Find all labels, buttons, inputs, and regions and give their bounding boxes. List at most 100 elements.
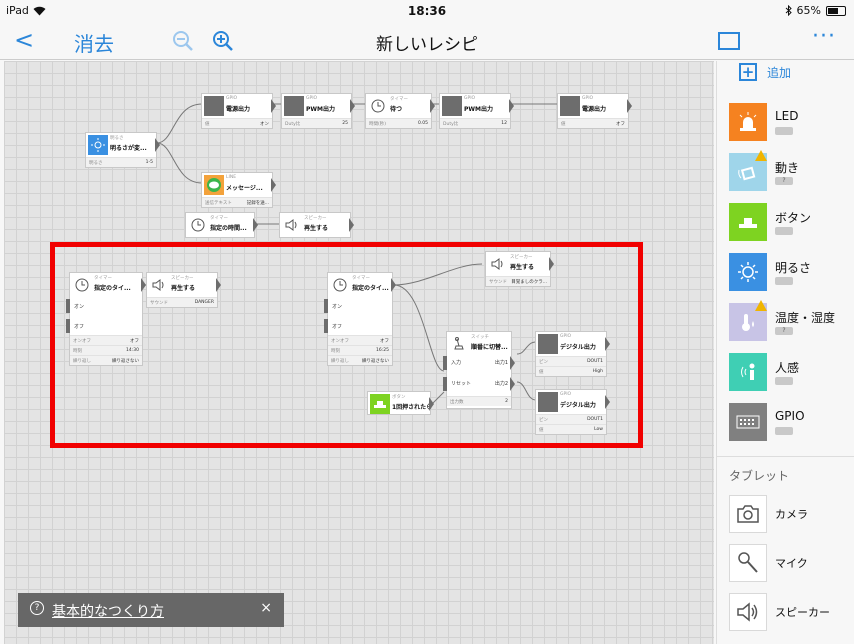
palette-item-temperature[interactable]: 温度・湿度 ? xyxy=(729,300,854,343)
param-key: Duty比 xyxy=(443,122,459,127)
param-value: オフ xyxy=(616,122,625,127)
output-port[interactable] xyxy=(253,218,258,232)
param-value: オフ xyxy=(130,339,139,344)
camera-icon xyxy=(737,505,759,523)
block-type: GPIO xyxy=(560,392,572,397)
block-name: デジタル出力 xyxy=(560,402,596,409)
output-port[interactable] xyxy=(509,99,514,113)
param-key: 時間(秒) xyxy=(369,122,387,127)
palette-item-led[interactable]: LED xyxy=(729,103,854,143)
block-type: スピーカー xyxy=(304,216,327,221)
add-component-button[interactable]: + 追加 xyxy=(739,63,791,81)
speaker-alarm-block[interactable]: スピーカー 再生する サウンド目覚ましのクラ... xyxy=(486,252,554,286)
param-key: 時刻 xyxy=(73,349,82,354)
zoom-in-icon[interactable] xyxy=(212,30,234,52)
tutorial-link[interactable]: 基本的なつくり方 xyxy=(52,604,164,620)
palette-item-brightness[interactable]: 明るさ xyxy=(729,253,854,293)
on-input-port[interactable] xyxy=(66,299,70,313)
output-port[interactable] xyxy=(605,395,610,409)
output1-port-label: 出力1 xyxy=(494,360,508,366)
param-key: 繰り返し xyxy=(73,359,91,364)
output-port[interactable] xyxy=(350,99,355,113)
block-name: デジタル出力 xyxy=(560,344,596,351)
close-hint-button[interactable]: × xyxy=(260,600,272,616)
palette-item-speaker[interactable] xyxy=(729,593,767,631)
block-type: タイマー xyxy=(390,97,408,102)
block-name: 指定の時間... xyxy=(210,225,247,232)
output-port[interactable] xyxy=(549,257,554,271)
reset-port-label: リセット xyxy=(451,381,472,387)
timer-wait-block[interactable]: タイマー 待つ 時間(秒)0.05 xyxy=(366,94,435,128)
person-sensor-icon xyxy=(729,353,767,391)
output-port[interactable] xyxy=(429,397,434,411)
output-port[interactable] xyxy=(605,337,610,351)
output-port[interactable] xyxy=(271,178,276,192)
on-input-port[interactable] xyxy=(324,299,328,313)
speaker-play-block[interactable]: スピーカー 再生する xyxy=(280,213,354,237)
gpio-power-off-block[interactable]: GPIO 電源出力 値オフ xyxy=(558,94,632,128)
status-bar: iPad 18:36 65% xyxy=(0,0,854,22)
palette-item-gpio[interactable]: GPIO xyxy=(729,403,854,443)
off-input-port[interactable] xyxy=(324,319,328,333)
tutorial-hint-bar[interactable]: ? 基本的なつくり方 × xyxy=(18,593,284,627)
output-port[interactable] xyxy=(155,138,160,152)
back-button[interactable]: < xyxy=(14,26,35,54)
warning-icon xyxy=(755,150,767,161)
output-port[interactable] xyxy=(349,218,354,232)
block-name: 明るさが変... xyxy=(110,145,147,152)
layout-toggle-icon[interactable] xyxy=(718,32,740,50)
output2-port[interactable] xyxy=(510,377,515,391)
clear-button[interactable]: 消去 xyxy=(74,32,114,56)
off-input-port[interactable] xyxy=(66,319,70,333)
param-value: 25 xyxy=(342,121,348,126)
input-port[interactable] xyxy=(443,356,447,370)
palette-item-microphone[interactable] xyxy=(729,544,767,582)
timer-schedule-block[interactable]: タイマー 指定の時間... xyxy=(186,213,258,237)
param-key: ピン xyxy=(539,360,548,365)
output-port[interactable] xyxy=(216,278,221,292)
gpio-icon xyxy=(442,96,462,116)
highlight-box xyxy=(50,242,643,448)
block-name: 指定のタイ... xyxy=(94,285,131,292)
block-name: 再生する xyxy=(510,264,535,271)
output-port[interactable] xyxy=(391,278,396,292)
palette-item-motion[interactable]: 動き ? xyxy=(729,150,854,193)
palette-item-human-sensor[interactable]: 人感 xyxy=(729,353,854,393)
alert-light-icon xyxy=(729,103,767,141)
line-chat-icon xyxy=(204,175,224,195)
line-message-block[interactable]: LINE メッセージ... 送信テキスト記録を送... xyxy=(202,173,276,207)
output-port[interactable] xyxy=(430,99,435,113)
zoom-out-icon[interactable] xyxy=(172,30,194,52)
reset-port[interactable] xyxy=(443,377,447,391)
button-icon xyxy=(729,203,767,241)
more-button[interactable]: ··· xyxy=(812,24,836,49)
palette-item-button[interactable]: ボタン xyxy=(729,203,854,243)
button-press-block[interactable]: ボタン 1回押されたら xyxy=(368,392,434,414)
block-name: 順番に切替... xyxy=(471,344,508,351)
param-value: Low xyxy=(594,427,603,432)
param-value: オフ xyxy=(380,339,389,344)
clock-icon xyxy=(368,96,388,116)
param-key: サウンド xyxy=(489,280,507,285)
output-port[interactable] xyxy=(141,278,146,292)
palette-item-camera[interactable] xyxy=(729,495,767,533)
gpio-power-on-block[interactable]: GPIO 電源出力 値オン xyxy=(202,94,276,128)
block-type: 明るさ xyxy=(110,136,124,141)
output-port[interactable] xyxy=(627,99,632,113)
output1-port[interactable] xyxy=(510,356,515,370)
output-port[interactable] xyxy=(271,99,276,113)
